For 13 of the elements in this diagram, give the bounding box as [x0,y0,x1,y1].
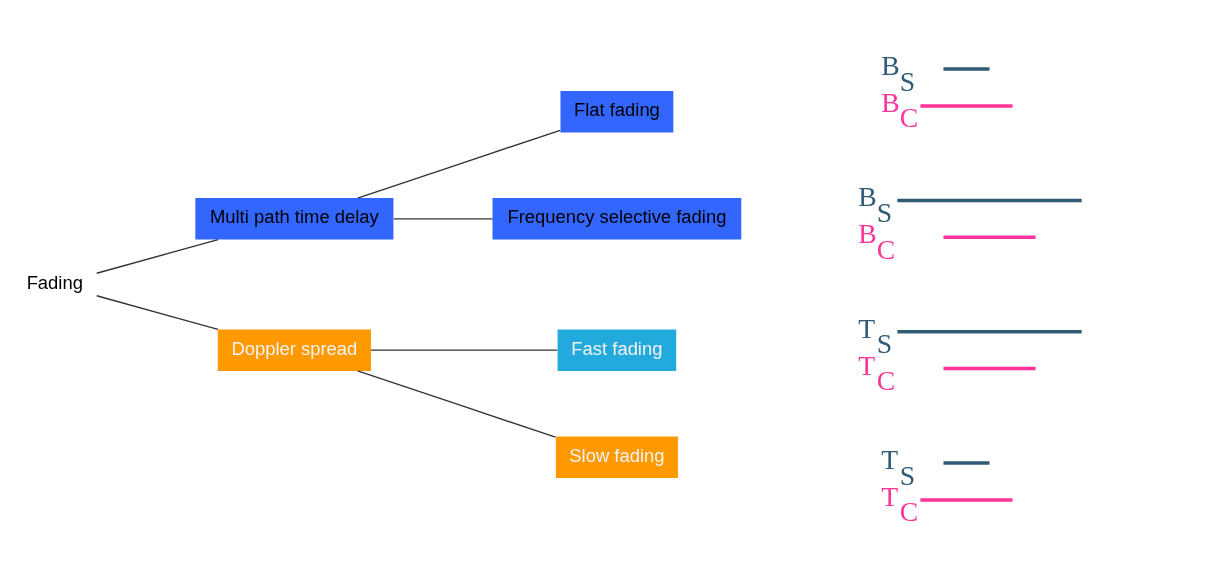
connector [356,129,561,199]
node-box: Doppler spread [217,329,371,371]
connector [370,349,558,351]
node-box: Flat fading [560,91,674,133]
node-box: Frequency selective fading [492,198,742,240]
node-text: Fading [26,271,83,293]
node-box: Multi path time delay [195,198,394,240]
connector [96,238,219,274]
connector [96,295,219,331]
node-box: Fast fading [557,329,677,371]
connector [393,218,494,220]
connector [356,370,557,438]
node-box: Slow fading [555,436,678,478]
